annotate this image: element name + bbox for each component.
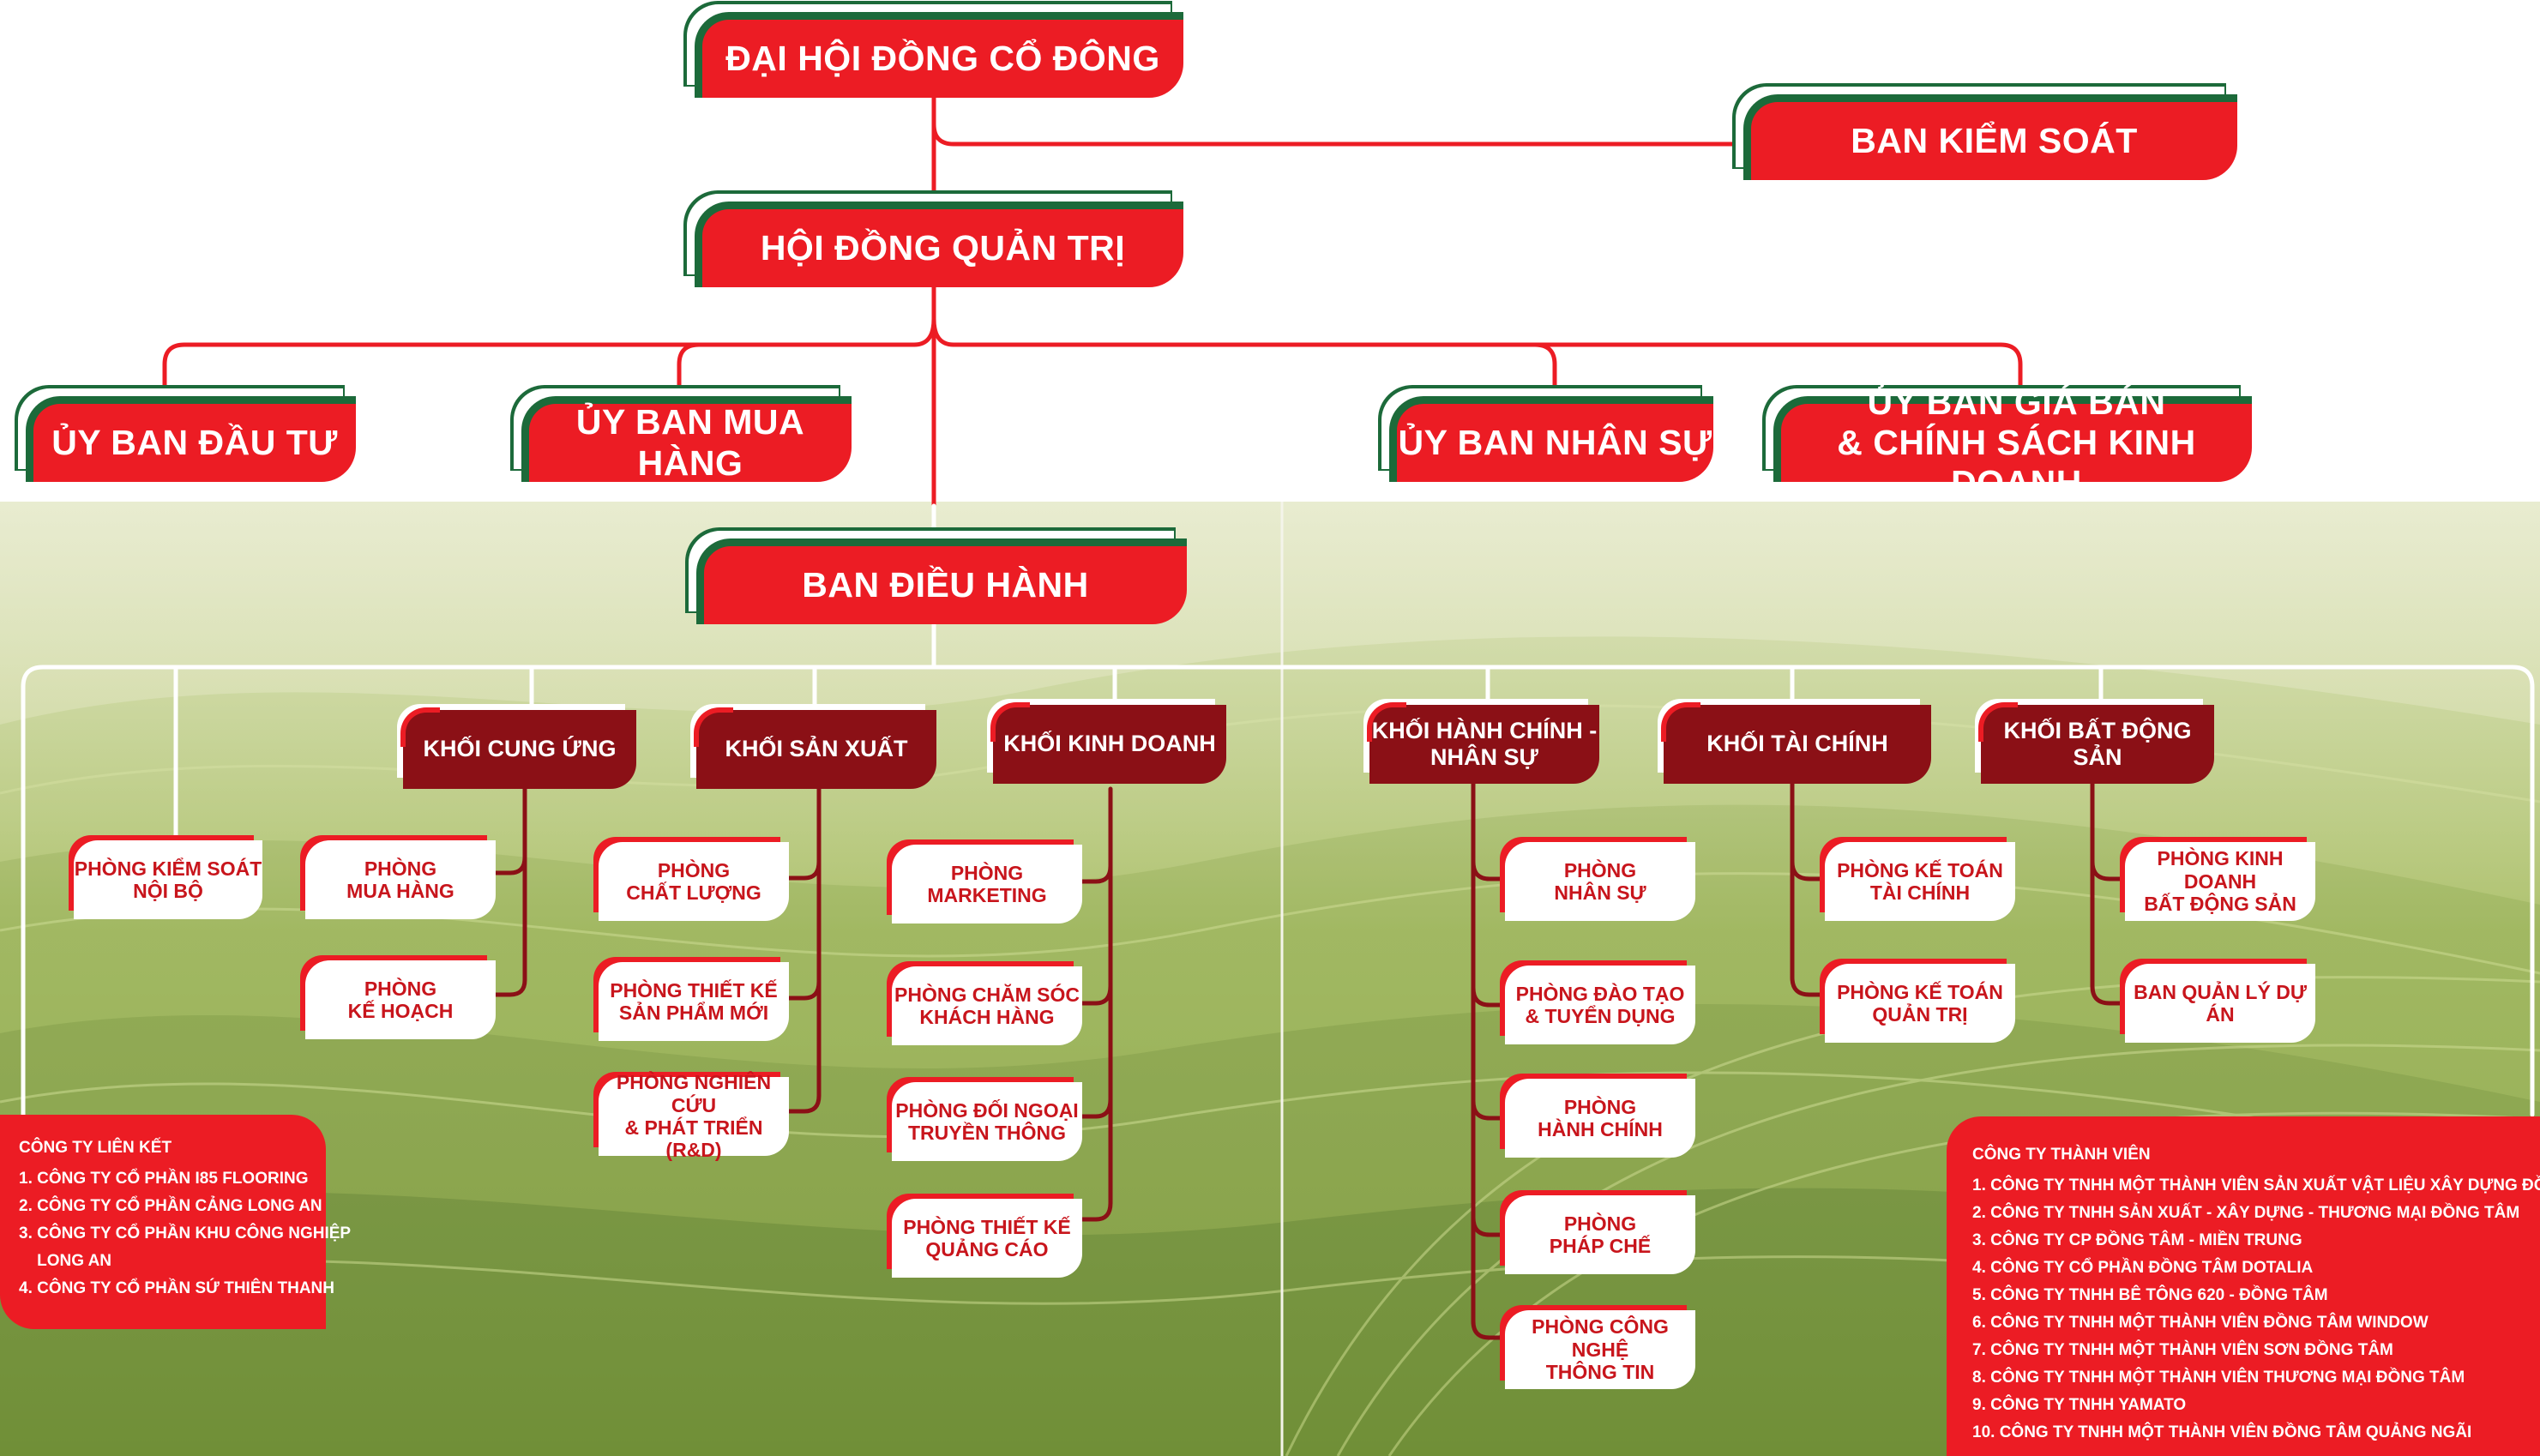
dept-marketing: PHÒNG MARKETING [892,845,1082,924]
dept-it: PHÒNG CÔNG NGHỆ THÔNG TIN [1505,1310,1695,1389]
dept-management-accounting: PHÒNG KẾ TOÁN QUẢN TRỊ [1825,964,2015,1043]
block-label: KHỐI TÀI CHÍNH [1706,731,1888,757]
dept-administration: PHÒNG HÀNH CHÍNH [1505,1079,1695,1158]
members-title: CÔNG TY THÀNH VIÊN [1972,1146,2151,1164]
block-production: KHỐI SẢN XUẤT [694,707,936,789]
dept-customer-care: PHÒNG CHĂM SÓC KHÁCH HÀNG [892,966,1082,1045]
dept-project-management: BAN QUẢN LÝ DỰ ÁN [2125,964,2315,1043]
affiliate-item: 2. CÔNG TY CỔ PHẦN CẢNG LONG AN [19,1197,322,1215]
executive-board-box: BAN ĐIỀU HÀNH [696,538,1187,624]
dept-label: BAN QUẢN LÝ DỰ ÁN [2134,980,2307,1026]
dept-public-relations: PHÒNG ĐỐI NGOẠI TRUYỀN THÔNG [892,1082,1082,1161]
dept-label: PHÒNG NGHIÊN CỨU & PHÁT TRIỂN (R&D) [616,1071,772,1162]
dept-label: PHÒNG MARKETING [927,861,1047,906]
member-item: 5. CÔNG TY TNHH BÊ TÔNG 620 - ĐỒNG TÂM [1972,1286,2328,1304]
dept-quality: PHÒNG CHẤT LƯỢNG [599,842,789,921]
board-of-directors-box: HỘI ĐỒNG QUẢN TRỊ [695,202,1183,287]
dept-label: PHÒNG CÔNG NGHỆ THÔNG TIN [1532,1315,1669,1384]
member-item: 1. CÔNG TY TNHH MỘT THÀNH VIÊN SẢN XUẤT … [1972,1176,2540,1194]
committee-pricing-policy: ỦY BAN GIÁ BÁN & CHÍNH SÁCH KINH DOANH [1773,382,2252,502]
dept-advertising-design: PHÒNG THIẾT KẾ QUẢNG CÁO [892,1199,1082,1278]
dept-financial-accounting: PHÒNG KẾ TOÁN TÀI CHÍNH [1825,842,2015,921]
dept-internal-control: PHÒNG KIỂM SOÁT NỘI BỘ [74,840,262,919]
dept-label: PHÒNG ĐỐI NGOẠI TRUYỀN THÔNG [895,1098,1079,1144]
affiliate-item: 3. CÔNG TY CỔ PHẦN KHU CÔNG NGHIỆP [19,1224,352,1242]
affiliates-panel: CÔNG TY LIÊN KẾT 1. CÔNG TY CỔ PHẦN I85 … [0,1115,352,1329]
dept-label: PHÒNG KẾ HOẠCH [347,977,454,1022]
member-item: 4. CÔNG TY CỔ PHẦN ĐỒNG TÂM DOTALIA [1972,1259,2314,1277]
dept-planning: PHÒNG KẾ HOẠCH [305,960,496,1039]
dept-real-estate-sales: PHÒNG KINH DOANH BẤT ĐỘNG SẢN [2125,842,2315,921]
dept-new-product-design: PHÒNG THIẾT KẾ SẢN PHẨM MỚI [599,962,789,1041]
affiliate-item: LONG AN [19,1252,112,1270]
affiliate-item: 4. CÔNG TY CỔ PHẦN SỨ THIÊN THANH [19,1279,334,1297]
dept-label: PHÒNG NHÂN SỰ [1554,858,1646,904]
general-meeting-label: ĐẠI HỘI ĐỒNG CỔ ĐÔNG [725,38,1160,78]
dept-label: PHÒNG ĐÀO TẠO & TUYỂN DỤNG [1515,982,1685,1027]
dept-label: PHÒNG CHẤT LƯỢNG [626,858,761,904]
dept-label: PHÒNG PHÁP CHẾ [1549,1212,1652,1257]
member-item: 7. CÔNG TY TNHH MỘT THÀNH VIÊN SƠN ĐỒNG … [1972,1341,2393,1359]
committee-label: ỦY BAN NHÂN SỰ [1398,422,1712,462]
member-item: 10. CÔNG TY TNHH MỘT THÀNH VIÊN ĐỒNG TÂM… [1972,1423,2472,1441]
dept-training-recruitment: PHÒNG ĐÀO TẠO & TUYỂN DỤNG [1505,966,1695,1044]
committee-label: ỦY BAN GIÁ BÁN & CHÍNH SÁCH KINH DOANH [1837,382,2196,503]
member-item: 3. CÔNG TY CP ĐỒNG TÂM - MIỀN TRUNG [1972,1231,2302,1249]
committee-hr: ỦY BAN NHÂN SỰ [1389,396,1713,482]
member-item: 9. CÔNG TY TNHH YAMATO [1972,1396,2187,1414]
block-admin-hr: KHỐI HÀNH CHÍNH - NHÂN SỰ [1367,702,1599,784]
block-business: KHỐI KINH DOANH [990,702,1226,784]
dept-purchasing: PHÒNG MUA HÀNG [305,840,496,919]
dept-label: PHÒNG KẾ TOÁN TÀI CHÍNH [1837,858,2003,904]
dept-label: PHÒNG KINH DOANH BẤT ĐỘNG SẢN [2144,847,2296,916]
committee-investment: ỦY BAN ĐẦU TƯ [26,396,356,482]
block-label: KHỐI SẢN XUẤT [725,736,908,762]
block-label: KHỐI CUNG ỨNG [423,736,617,762]
dept-label: PHÒNG KẾ TOÁN QUẢN TRỊ [1837,980,2003,1026]
dept-rnd: PHÒNG NGHIÊN CỨU & PHÁT TRIỂN (R&D) [599,1071,789,1161]
dept-label: PHÒNG KIỂM SOÁT NỘI BỘ [74,857,262,902]
supervisory-board-label: BAN KIỂM SOÁT [1851,120,2138,160]
board-of-directors-label: HỘI ĐỒNG QUẢN TRỊ [760,227,1126,268]
block-label: KHỐI BẤT ĐỘNG SẢN [2003,717,2192,770]
committee-label: ỦY BAN ĐẦU TƯ [51,422,338,462]
member-item: 2. CÔNG TY TNHH SẢN XUẤT - XÂY DỰNG - TH… [1972,1204,2520,1222]
affiliates-title: CÔNG TY LIÊN KẾT [19,1139,172,1157]
block-label: KHỐI HÀNH CHÍNH - NHÂN SỰ [1371,717,1598,770]
affiliate-item: 1. CÔNG TY CỔ PHẦN I85 FLOORING [19,1170,309,1188]
dept-legal: PHÒNG PHÁP CHẾ [1505,1195,1695,1274]
block-supply: KHỐI CUNG ỨNG [400,707,636,789]
supervisory-board-box: BAN KIỂM SOÁT [1743,94,2237,180]
block-real-estate: KHỐI BẤT ĐỘNG SẢN [1978,702,2214,784]
committee-label: ỦY BAN MUA HÀNG [575,402,805,483]
block-label: KHỐI KINH DOANH [1003,731,1216,757]
committee-purchasing: ỦY BAN MUA HÀNG [521,396,852,483]
dept-label: PHÒNG MUA HÀNG [346,857,454,902]
block-finance: KHỐI TÀI CHÍNH [1661,702,1931,784]
member-item: 6. CÔNG TY TNHH MỘT THÀNH VIÊN ĐỒNG TÂM … [1972,1314,2429,1332]
executive-board-label: BAN ĐIỀU HÀNH [802,564,1089,605]
dept-label: PHÒNG HÀNH CHÍNH [1538,1095,1663,1140]
dept-label: PHÒNG CHĂM SÓC KHÁCH HÀNG [894,983,1080,1028]
dept-label: PHÒNG THIẾT KẾ QUẢNG CÁO [903,1215,1071,1260]
dept-label: PHÒNG THIẾT KẾ SẢN PHẨM MỚI [610,978,778,1024]
member-item: 8. CÔNG TY TNHH MỘT THÀNH VIÊN THƯƠNG MẠ… [1972,1369,2465,1387]
general-meeting-box: ĐẠI HỘI ĐỒNG CỔ ĐÔNG [695,12,1183,98]
dept-hr: PHÒNG NHÂN SỰ [1505,842,1695,921]
members-panel: CÔNG TY THÀNH VIÊN 1. CÔNG TY TNHH MỘT T… [1947,1116,2540,1456]
